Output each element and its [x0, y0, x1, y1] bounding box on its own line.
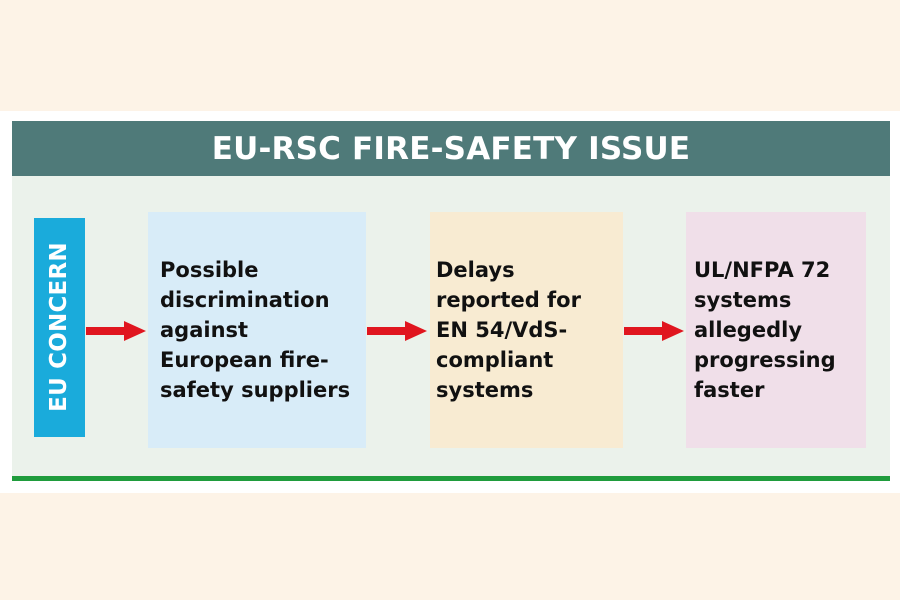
box-discrimination: Possible discrimination against European… [148, 212, 366, 448]
arrow-2-icon [367, 321, 427, 341]
eu-concern-label: EU CONCERN [46, 242, 72, 412]
arrow-1-icon [86, 321, 146, 341]
bottom-rule [12, 476, 890, 481]
box-ul-nfpa: UL/NFPA 72 systems allegedly progressing… [686, 212, 866, 448]
box-discrimination-text: Possible discrimination against European… [160, 258, 351, 402]
eu-concern-box [34, 218, 85, 437]
title-banner: EU-RSC FIRE-SAFETY ISSUE [12, 121, 890, 176]
title-text: EU-RSC FIRE-SAFETY ISSUE [211, 130, 691, 167]
box-delays: Delays reported for EN 54/VdS-compliant … [430, 212, 623, 448]
arrow-3-icon [624, 321, 684, 341]
box-ul-nfpa-text: UL/NFPA 72 systems allegedly progressing… [694, 258, 836, 402]
box-delays-text: Delays reported for EN 54/VdS-compliant … [436, 258, 581, 402]
